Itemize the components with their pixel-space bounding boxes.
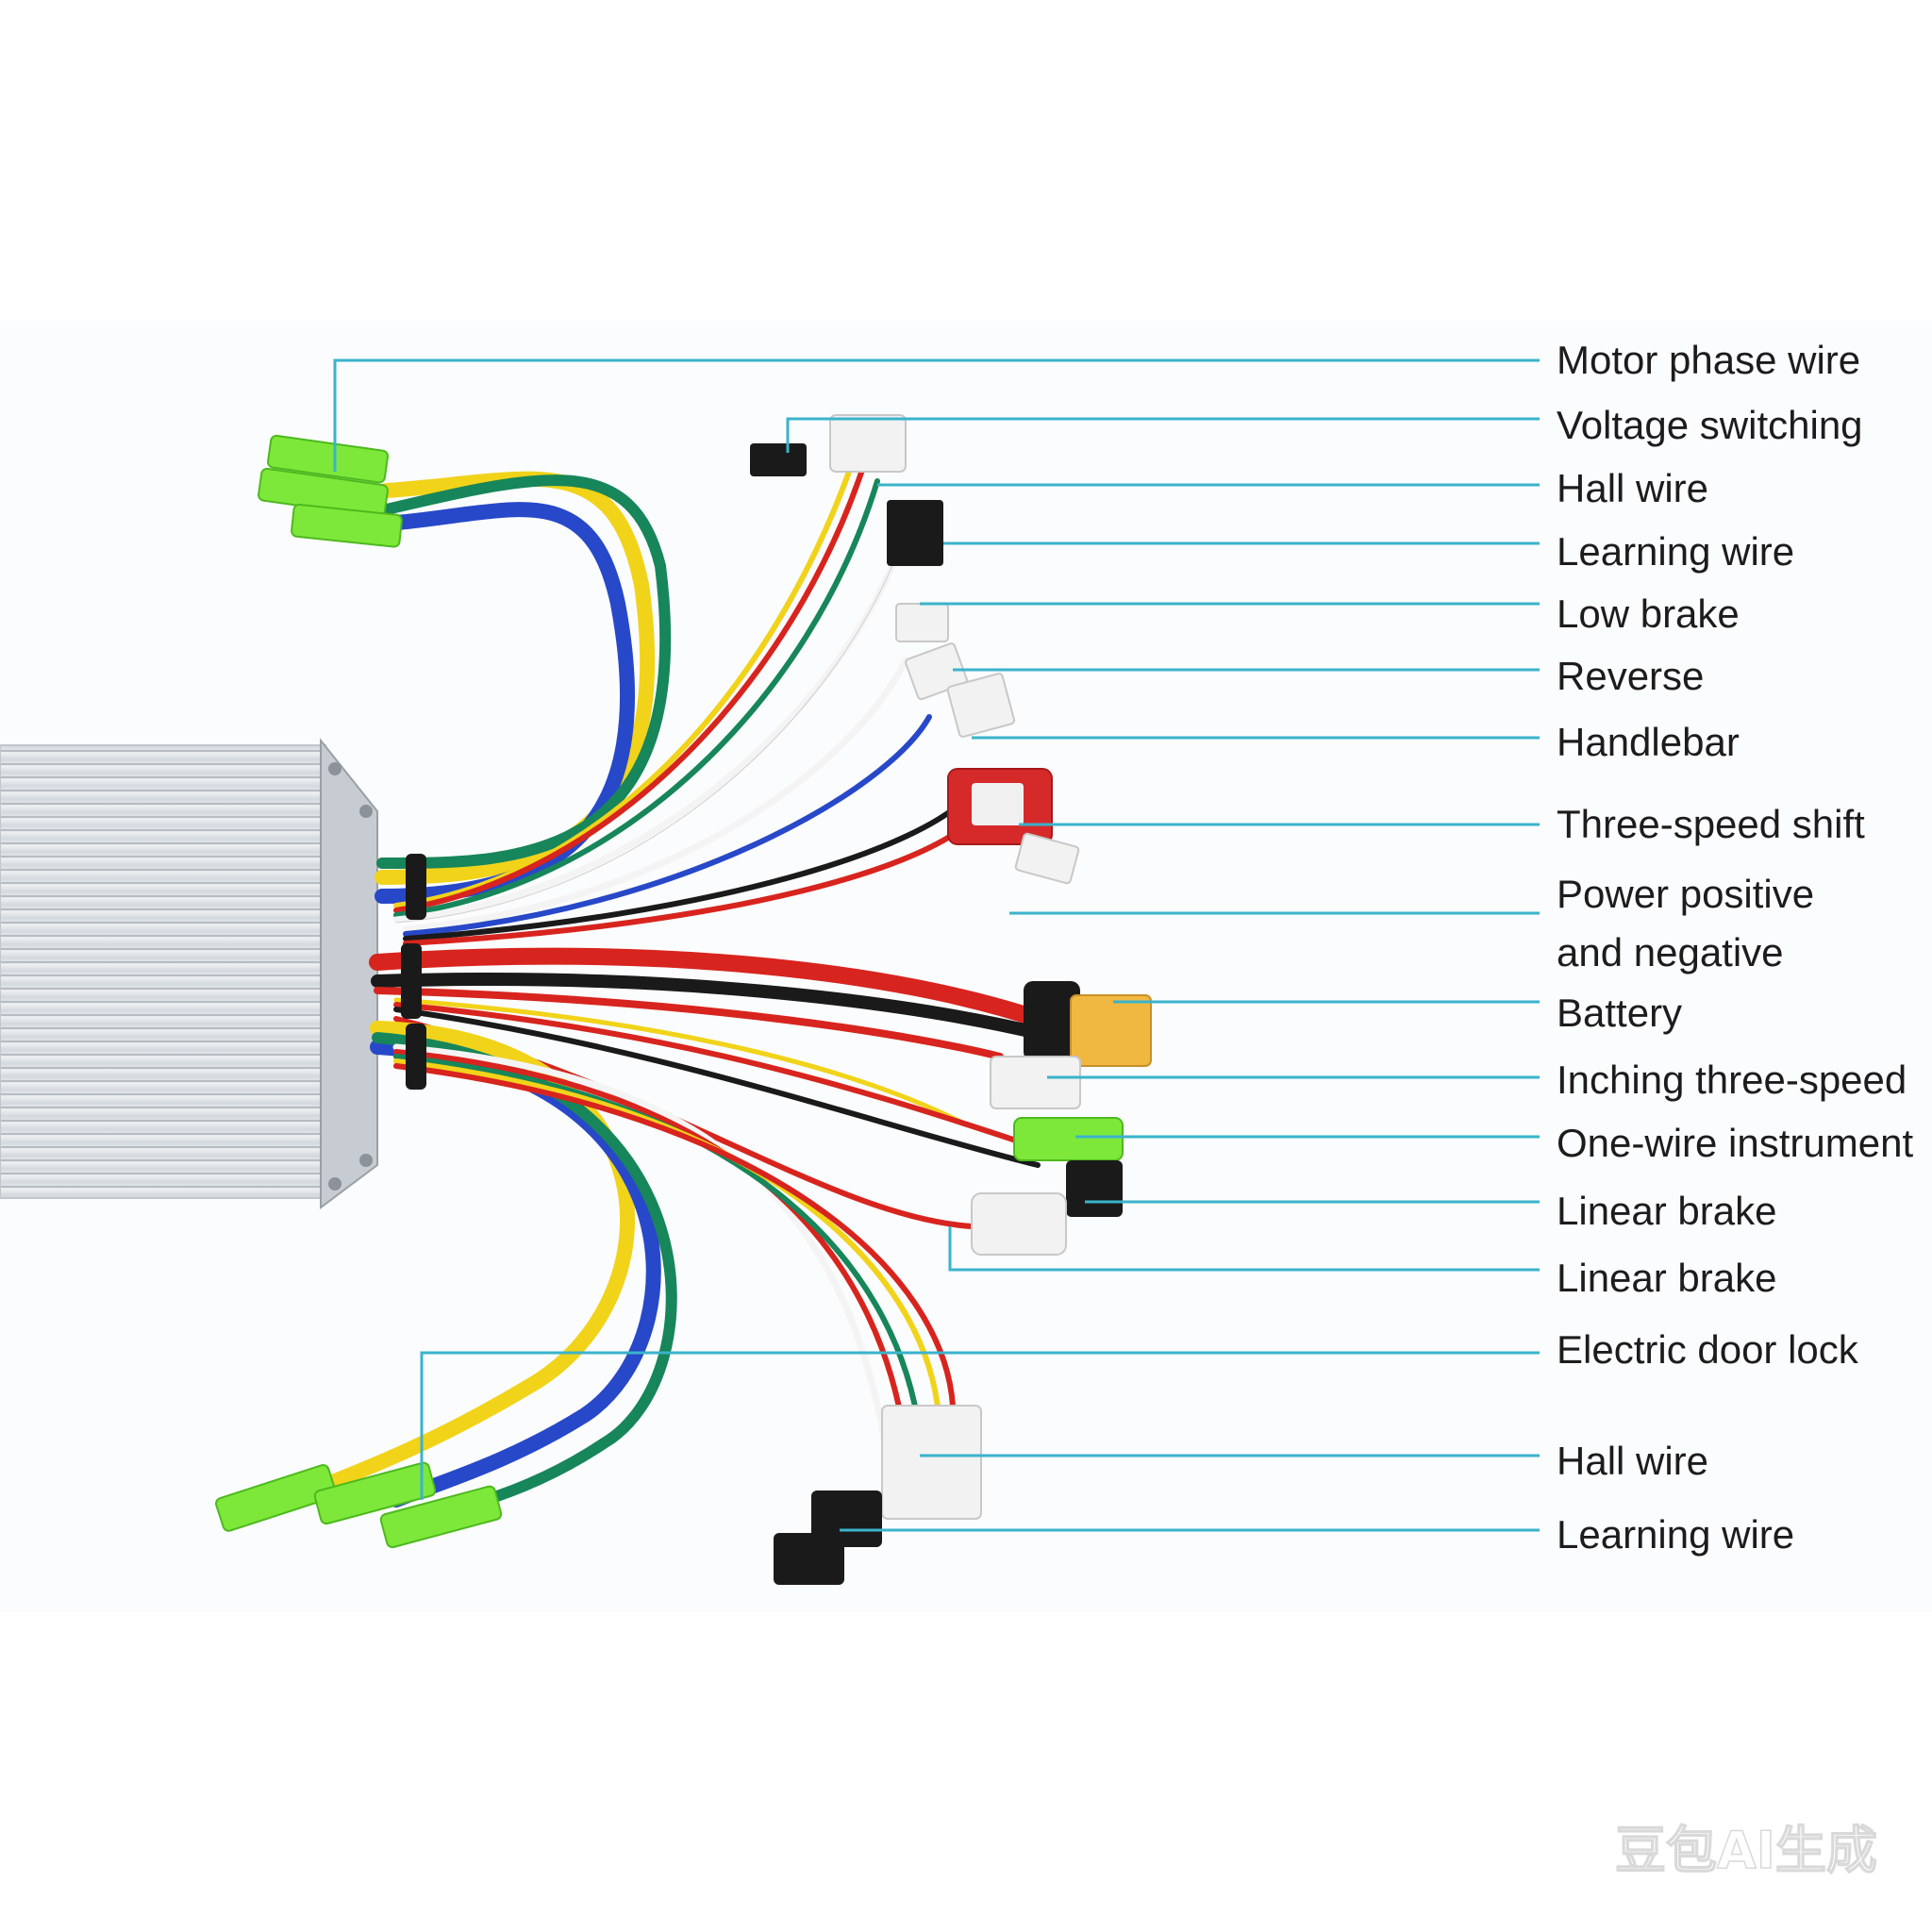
label-three-speed-shift: Three-speed shift	[1557, 802, 1865, 846]
leader-motor-phase-top	[333, 358, 1540, 472]
label-and-negative: and negative	[1557, 930, 1784, 974]
lower-signal-connectors	[971, 1056, 1124, 1256]
label-linear-brake-1: Linear brake	[1557, 1189, 1776, 1233]
label-low-brake: Low brake	[1557, 591, 1740, 636]
motor-phase-connector-top	[258, 434, 403, 548]
label-linear-brake-2: Linear brake	[1557, 1256, 1776, 1300]
label-reverse: Reverse	[1557, 654, 1704, 698]
label-one-wire-instrument: One-wire instrument	[1557, 1121, 1913, 1165]
label-power-positive: Power positive	[1557, 872, 1814, 916]
battery-xt-connector	[1024, 981, 1152, 1067]
leader-linear-brake-2	[948, 1226, 1540, 1272]
label-hall-wire-bottom: Hall wire	[1557, 1439, 1708, 1483]
screw-icon	[328, 1177, 341, 1191]
motor-phase-connector-bottom	[215, 1461, 503, 1549]
label-battery: Battery	[1557, 991, 1682, 1035]
leader-voltage-switching	[786, 417, 1540, 453]
leader-electric-door-lock	[420, 1351, 1540, 1500]
watermark: 豆包AI生成	[1615, 1821, 1877, 1880]
leader-lines	[333, 358, 1540, 1532]
label-motor-phase-wire-top: Motor phase wire	[1557, 338, 1860, 382]
hall-connector-bottom	[774, 1405, 982, 1585]
cable-tie	[401, 854, 426, 1090]
screw-icon	[328, 762, 341, 775]
label-handlebar: Handlebar	[1557, 720, 1740, 764]
label-learning-wire-bottom: Learning wire	[1557, 1512, 1794, 1557]
controller-body	[0, 738, 378, 1209]
label-inching-three-speed: Inching three-speed	[1557, 1058, 1907, 1102]
controller-end-cap	[320, 738, 378, 1209]
screw-icon	[359, 805, 373, 818]
label-learning-wire-top: Learning wire	[1557, 529, 1794, 574]
wire-bundle	[304, 464, 1046, 1515]
label-electric-door-lock: Electric door lock	[1557, 1327, 1859, 1372]
label-hall-wire-top: Hall wire	[1557, 466, 1708, 510]
callout-labels: Motor phase wire Voltage switching Hall …	[1557, 338, 1913, 1557]
label-voltage-switching: Voltage switching	[1557, 403, 1863, 447]
hall-connector-top	[750, 414, 943, 566]
screw-icon	[359, 1154, 373, 1167]
